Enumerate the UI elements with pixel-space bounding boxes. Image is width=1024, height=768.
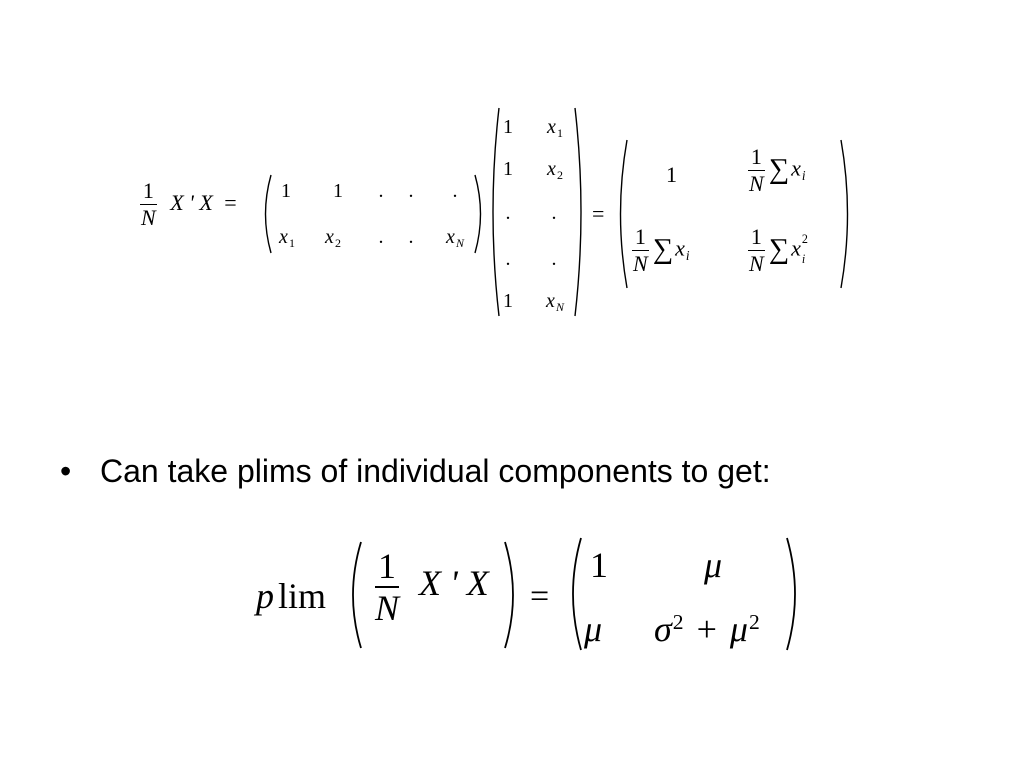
eq1-r1c2-num: 1 [747,146,765,171]
eq1-r2c1-base: x [279,226,288,248]
eq1-rowmatrix-r2c2: x2 [322,226,344,251]
eq1-rowmatrix-right-paren [474,174,482,254]
eq1-r2c5-base: x [446,226,455,248]
eq2-r2c2: σ2 + μ2 [654,608,760,650]
bullet-text: Can take plims of individual components … [100,453,771,489]
eq1-col-r2-sub: 2 [556,168,563,183]
eq1-r2c1-sub: 1 [288,236,295,251]
eq1-colmatrix-r5c1: 1 [503,290,513,312]
eq2-matrix-left-paren [572,537,582,651]
eq1-col-r1-sub: 1 [556,126,563,141]
bullet-item: • Can take plims of individual components… [60,453,771,490]
eq2-lim: lim [278,576,327,616]
eq1-rowmatrix-r2c5: xN [442,226,468,251]
eq2-right-paren [504,541,514,649]
eq1-result-r2c1: 1 N ∑xi [630,226,690,275]
eq1-colmatrix-r1c1: 1 [503,116,513,138]
eq1-colmatrix-r2c1: 1 [503,158,513,180]
eq1-rowmatrix-r2c3: . [378,226,384,248]
eq1-equals-2: = [592,201,605,226]
eq1-rowmatrix-r2c4: . [408,226,414,248]
eq1-colmatrix-r2c2: x2 [542,158,568,183]
eq1-r2c5-sub: N [455,236,464,251]
eq1-lhs: 1 N X ' X = [138,180,237,229]
eq1-r2c2-base: x [325,226,334,248]
eq1-r2c2-sub: 2 [334,236,341,251]
eq1-col-r2-base: x [547,158,556,180]
eq1-colmatrix-r4c2: . [551,248,557,270]
eq1-colmatrix-r3c1: . [505,202,511,224]
eq1-r1c2-fraction: 1 N [746,146,767,195]
eq2-matrix-right-paren [786,537,796,651]
eq1-rowmatrix-r1c5: . [452,180,458,202]
eq1-colmatrix-r4c1: . [505,248,511,270]
eq1-r2c2-base: x [791,235,801,261]
eq1-r2c1-num: 1 [631,226,649,251]
eq1-col-r1-base: x [547,116,556,138]
eq2-expression: X ' X [419,563,489,604]
eq1-r1c2-base: x [791,155,801,181]
eq1-rowmatrix-r1c4: . [408,180,414,202]
eq1-colmatrix-r5c2: xN [540,290,570,315]
eq1-result-right-paren [840,139,849,289]
eq1-colmatrix-r1c2: x1 [542,116,568,141]
eq1-colmatrix-r3c2: . [551,202,557,224]
eq1-lhs-fraction: 1 N [138,180,159,229]
eq1-rowmatrix-r2c1: x1 [276,226,298,251]
eq1-result-r1c1: 1 [666,162,677,187]
eq2-r1c1: 1 [590,545,608,585]
eq1-colmatrix-right-paren [574,107,582,317]
eq2-mu: μ [729,609,748,649]
eq1-r2c1-sub: i [685,248,690,264]
eq1-rowmatrix-left-paren [264,174,272,254]
eq2-sigma-sup: 2 [672,610,684,635]
eq2-p: p [256,576,274,616]
eq1-r2c2-num: 1 [747,226,765,251]
eq2-equals: = [530,578,550,615]
eq2-sigma: σ [654,609,672,649]
eq1-r2c1-base: x [675,235,685,261]
eq1-r2c2-sub: i [801,251,806,266]
eq1-r1c2-den: N [749,171,764,196]
eq2-numerator: 1 [375,548,399,588]
eq2-denominator: N [375,588,400,628]
eq1-rowmatrix-r1c2: 1 [333,180,343,202]
bullet-marker: • [60,453,72,489]
eq1-lhs-numerator: 1 [139,180,157,205]
eq2-plus: + [696,609,717,649]
eq1-rowmatrix-r1c3: . [378,180,384,202]
eq1-r2c2-fraction: 1 N [746,226,767,275]
eq1-r2c1-den: N [633,251,648,276]
eq2-left-paren [352,541,362,649]
eq1-r2c2-den: N [749,251,764,276]
eq2-mu-sup: 2 [748,610,760,635]
eq1-lhs-denominator: N [141,205,156,230]
eq1-equals-1: = [224,189,237,215]
eq2-r1c2: μ [704,545,723,585]
eq1-r2c2-sum: ∑ [768,233,790,265]
eq1-r1c2-sub: i [801,168,806,184]
eq1-colmatrix-left-paren [492,107,500,317]
eq1-result-left-paren [619,139,628,289]
eq1-r2c1-fraction: 1 N [630,226,651,275]
eq1-col-r5-sub: N [555,300,564,315]
eq1-r2c2-sup: 2 [801,232,808,247]
eq2-r2c1: μ [584,609,603,649]
eq1-lhs-expression: X ' X [170,189,213,215]
eq1-r1c2-sum: ∑ [768,153,790,185]
eq2-inner: 1 N X ' X [372,548,489,626]
eq1-col-r5-base: x [546,290,555,312]
eq1-r2c1-sum: ∑ [652,233,674,265]
eq1-result-r1c2: 1 N ∑xi [746,146,806,195]
eq1-rowmatrix-r1c1: 1 [281,180,291,202]
eq2-fraction: 1 N [372,548,402,626]
